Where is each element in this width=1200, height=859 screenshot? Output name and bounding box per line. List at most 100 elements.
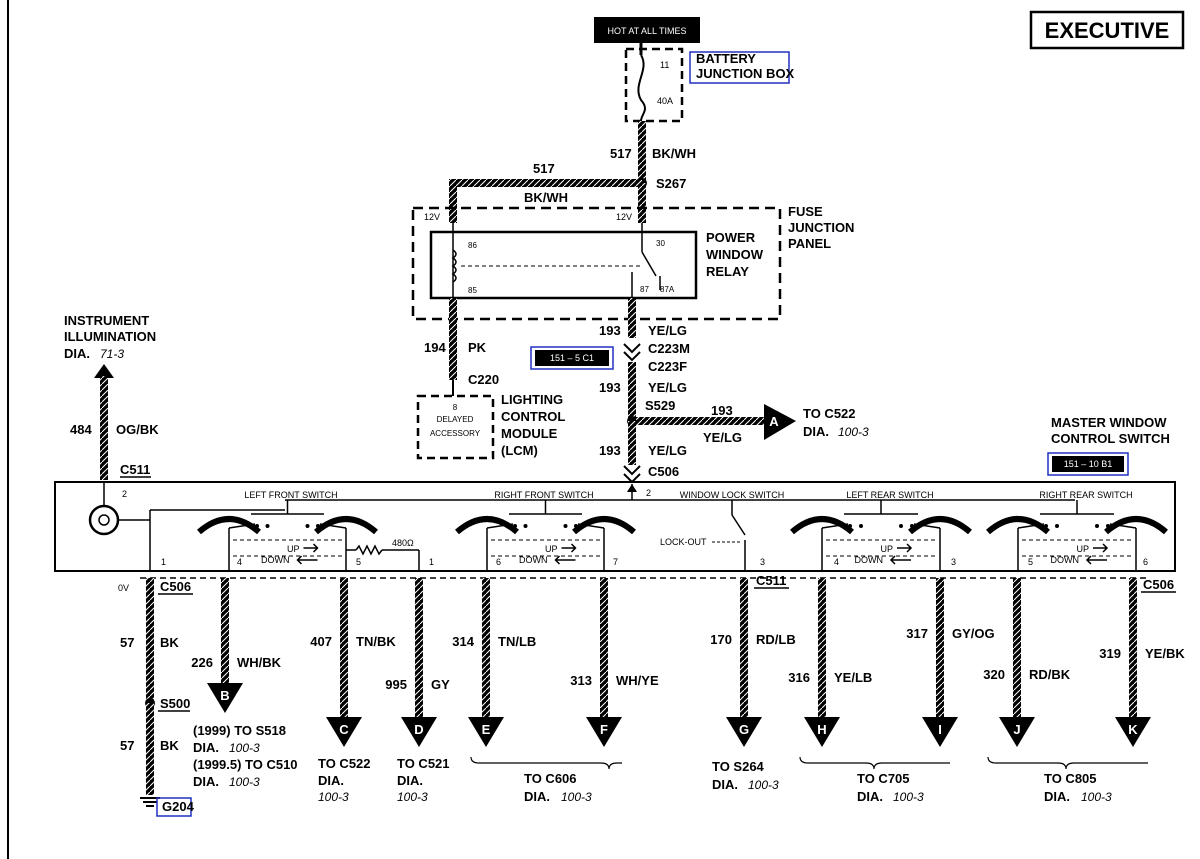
svg-text:S267: S267 <box>656 176 686 191</box>
svg-text:LIGHTING: LIGHTING <box>501 392 563 407</box>
svg-text:100-3: 100-3 <box>229 775 260 789</box>
svg-text:8: 8 <box>453 403 458 412</box>
switch-up-label: UP <box>1076 544 1089 554</box>
svg-text:DIA.: DIA. <box>524 789 550 804</box>
svg-text:86: 86 <box>468 241 477 250</box>
connector-letter: B <box>220 688 229 703</box>
svg-text:2: 2 <box>122 489 127 499</box>
up-arrow-icon <box>561 543 577 553</box>
svg-text:WINDOW: WINDOW <box>706 247 764 262</box>
svg-text:BK/WH: BK/WH <box>524 190 568 205</box>
svg-text:100-3: 100-3 <box>229 741 260 755</box>
up-arrow-icon <box>303 543 319 553</box>
connector-letter: F <box>600 722 608 737</box>
svg-text:C506: C506 <box>1143 577 1174 592</box>
switch-down-label: DOWN <box>261 555 290 565</box>
svg-text:0V: 0V <box>118 583 129 593</box>
svg-text:RIGHT REAR SWITCH: RIGHT REAR SWITCH <box>1039 490 1132 500</box>
svg-text:INSTRUMENT: INSTRUMENT <box>64 313 149 328</box>
svg-text:DIA.: DIA. <box>712 777 738 792</box>
svg-text:(LCM): (LCM) <box>501 443 538 458</box>
svg-text:OG/BK: OG/BK <box>116 422 159 437</box>
connector-c506-top <box>623 465 641 484</box>
svg-text:PANEL: PANEL <box>788 236 831 251</box>
svg-text:LEFT FRONT SWITCH: LEFT FRONT SWITCH <box>244 490 337 500</box>
svg-text:DIA.: DIA. <box>1044 789 1070 804</box>
svg-text:100-3: 100-3 <box>893 790 924 804</box>
svg-text:3: 3 <box>760 557 765 567</box>
svg-text:YE/LG: YE/LG <box>703 430 742 445</box>
svg-text:484: 484 <box>70 422 92 437</box>
wire-circuit-number: 320 <box>983 667 1005 682</box>
svg-text:151 – 10 B1: 151 – 10 B1 <box>1064 459 1113 469</box>
svg-text:100-3: 100-3 <box>748 778 779 792</box>
down-arrow-icon <box>554 555 576 565</box>
svg-text:40A: 40A <box>657 96 673 106</box>
svg-text:C506: C506 <box>160 579 191 594</box>
svg-text:A: A <box>769 414 779 429</box>
switch-up-label: UP <box>880 544 893 554</box>
rocker-left-icon <box>455 516 519 535</box>
connector-letter: K <box>1128 722 1138 737</box>
svg-text:MASTER WINDOW: MASTER WINDOW <box>1051 415 1167 430</box>
svg-text:1: 1 <box>429 557 434 567</box>
wire-circuit-number: 316 <box>788 670 810 685</box>
svg-text:57: 57 <box>120 738 134 753</box>
svg-text:4: 4 <box>834 557 839 567</box>
instrument-illumination: INSTRUMENT ILLUMINATION DIA. 71-3 484 OG… <box>64 313 159 499</box>
connector-arrow-e <box>468 717 504 747</box>
wire-color-code: WH/BK <box>237 655 282 670</box>
svg-text:85: 85 <box>468 286 477 295</box>
svg-text:DIA.: DIA. <box>318 773 344 788</box>
branch-a-to-c522: A 193 YE/LG TO C522 DIA. 100-3 <box>636 403 869 445</box>
connector-arrow-d <box>401 717 437 747</box>
svg-text:5: 5 <box>356 557 361 567</box>
lockout-contact <box>731 514 746 536</box>
svg-text:2: 2 <box>646 488 651 498</box>
connector-letter: E <box>482 722 491 737</box>
wire-circuit-number: 313 <box>570 673 592 688</box>
master-switch-label: MASTER WINDOW CONTROL SWITCH 151 – 10 B1 <box>1047 415 1170 476</box>
svg-text:11: 11 <box>660 60 669 70</box>
svg-text:FUSE: FUSE <box>788 204 823 219</box>
ref-box-151-10b1-highlight <box>1047 452 1129 476</box>
wire-color-code: YE/BK <box>1145 646 1185 661</box>
svg-text:DELAYED: DELAYED <box>437 415 474 424</box>
connector-arrow-i <box>922 717 958 747</box>
destination-b: (1999) TO S518 DIA. 100-3 (1999.5) TO C5… <box>193 723 298 789</box>
svg-text:151 – 5 C1: 151 – 5 C1 <box>550 353 594 363</box>
svg-text:RELAY: RELAY <box>706 264 749 279</box>
svg-text:100-3: 100-3 <box>561 790 592 804</box>
svg-text:TO S264: TO S264 <box>712 759 765 774</box>
svg-text:DIA.: DIA. <box>193 774 219 789</box>
wire-circuit-number: 995 <box>385 677 407 692</box>
wire-circuit-number: 319 <box>1099 646 1121 661</box>
wire-circuit-number: 314 <box>452 634 474 649</box>
svg-text:5: 5 <box>1028 557 1033 567</box>
resistor-480-ohm: 480Ω <box>346 538 420 571</box>
svg-text:TO C522: TO C522 <box>318 756 371 771</box>
svg-text:C506: C506 <box>648 464 679 479</box>
svg-text:S529: S529 <box>645 398 675 413</box>
rocker-right-icon <box>1104 516 1168 535</box>
connector-c223 <box>623 343 641 362</box>
svg-text:3: 3 <box>951 557 956 567</box>
svg-text:12V: 12V <box>616 212 632 222</box>
rocker-right-icon <box>314 516 378 535</box>
wire-circuit-number: 170 <box>710 632 732 647</box>
connector-letter: D <box>414 722 423 737</box>
ref-box-151-5c1-highlight <box>530 346 614 370</box>
switch-pin-numbers: 1 4 5 1 6 7 3 4 3 5 6 <box>161 557 1148 567</box>
svg-text:193: 193 <box>711 403 733 418</box>
connector-arrow-b <box>207 683 243 713</box>
svg-text:BK/WH: BK/WH <box>652 146 696 161</box>
